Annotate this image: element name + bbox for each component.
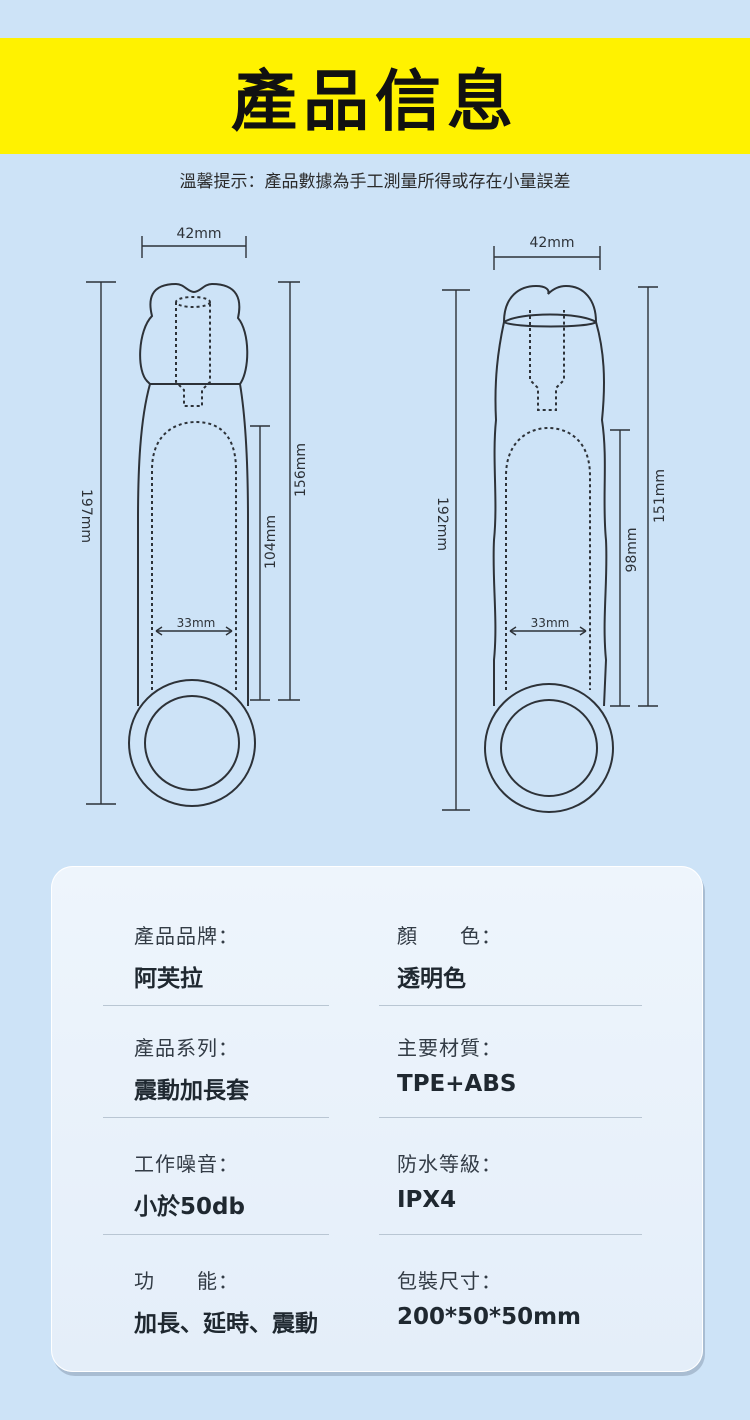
spec-value: 透明色	[397, 966, 466, 992]
right-inner-length-label: 98mm	[624, 527, 640, 572]
divider	[103, 1117, 329, 1118]
spec-label: 功 能：	[134, 1269, 239, 1293]
spec-label: 產品系列：	[134, 1036, 239, 1060]
right-shaft-length-label: 151mm	[652, 469, 668, 523]
divider	[103, 1005, 329, 1006]
left-shaft-length-label: 156mm	[293, 443, 309, 497]
spec-value: IPX4	[397, 1187, 457, 1213]
spec-label: 產品品牌：	[134, 924, 239, 948]
divider	[103, 1234, 329, 1235]
left-inner-width-label: 33mm	[177, 616, 216, 630]
right-inner-width-label: 33mm	[531, 616, 570, 630]
spec-label: 主要材質：	[397, 1036, 502, 1060]
dimension-diagram: 42mm 33mm 197mm 156mm 104mm 42mm 33mm 19…	[78, 226, 668, 813]
spec-package-size: 包裝尺寸： 200*50*50mm	[397, 1265, 581, 1330]
spec-function: 功 能： 加長、延時、震動	[134, 1265, 318, 1338]
left-inner-length-label: 104mm	[263, 515, 279, 569]
page-title: 產品信息	[231, 63, 519, 140]
spec-brand: 產品品牌： 阿芙拉	[134, 920, 239, 993]
spec-value: 加長、延時、震動	[134, 1311, 318, 1337]
spec-series: 產品系列： 震動加長套	[134, 1032, 249, 1105]
left-dimensions	[86, 236, 300, 805]
right-total-length-label: 192mm	[434, 497, 450, 551]
divider	[379, 1117, 642, 1118]
spec-label: 包裝尺寸：	[397, 1269, 502, 1293]
left-total-length-label: 197mm	[78, 489, 94, 543]
spec-color: 顏 色： 透明色	[397, 920, 502, 993]
left-top-width-label: 42mm	[176, 226, 221, 242]
title-banner: 產品信息	[0, 38, 750, 154]
spec-material: 主要材質： TPE+ABS	[397, 1032, 516, 1097]
measurement-notice: 溫馨提示：產品數據為手工測量所得或存在小量誤差	[179, 172, 571, 192]
spec-value: 小於50db	[134, 1194, 245, 1220]
right-dimensions	[442, 246, 658, 811]
spec-value: 200*50*50mm	[397, 1304, 582, 1330]
left-product-outline	[128, 282, 256, 807]
spec-value: TPE+ABS	[397, 1071, 517, 1097]
product-info-card: 產品品牌： 阿芙拉 顏 色： 透明色 產品系列： 震動加長套 主要材質： TPE…	[51, 866, 703, 1372]
spec-label: 工作噪音：	[134, 1152, 239, 1176]
spec-label: 顏 色：	[397, 924, 502, 948]
divider	[379, 1234, 642, 1235]
spec-label: 防水等級：	[397, 1152, 502, 1176]
left-inner-dotted	[151, 296, 237, 690]
divider	[379, 1005, 642, 1006]
right-inner-dotted	[505, 310, 591, 690]
right-product-outline	[484, 284, 614, 813]
right-top-width-label: 42mm	[529, 235, 574, 251]
spec-value: 阿芙拉	[134, 966, 203, 992]
spec-noise: 工作噪音： 小於50db	[134, 1148, 245, 1221]
spec-waterproof: 防水等級： IPX4	[397, 1148, 502, 1213]
spec-value: 震動加長套	[134, 1078, 249, 1104]
